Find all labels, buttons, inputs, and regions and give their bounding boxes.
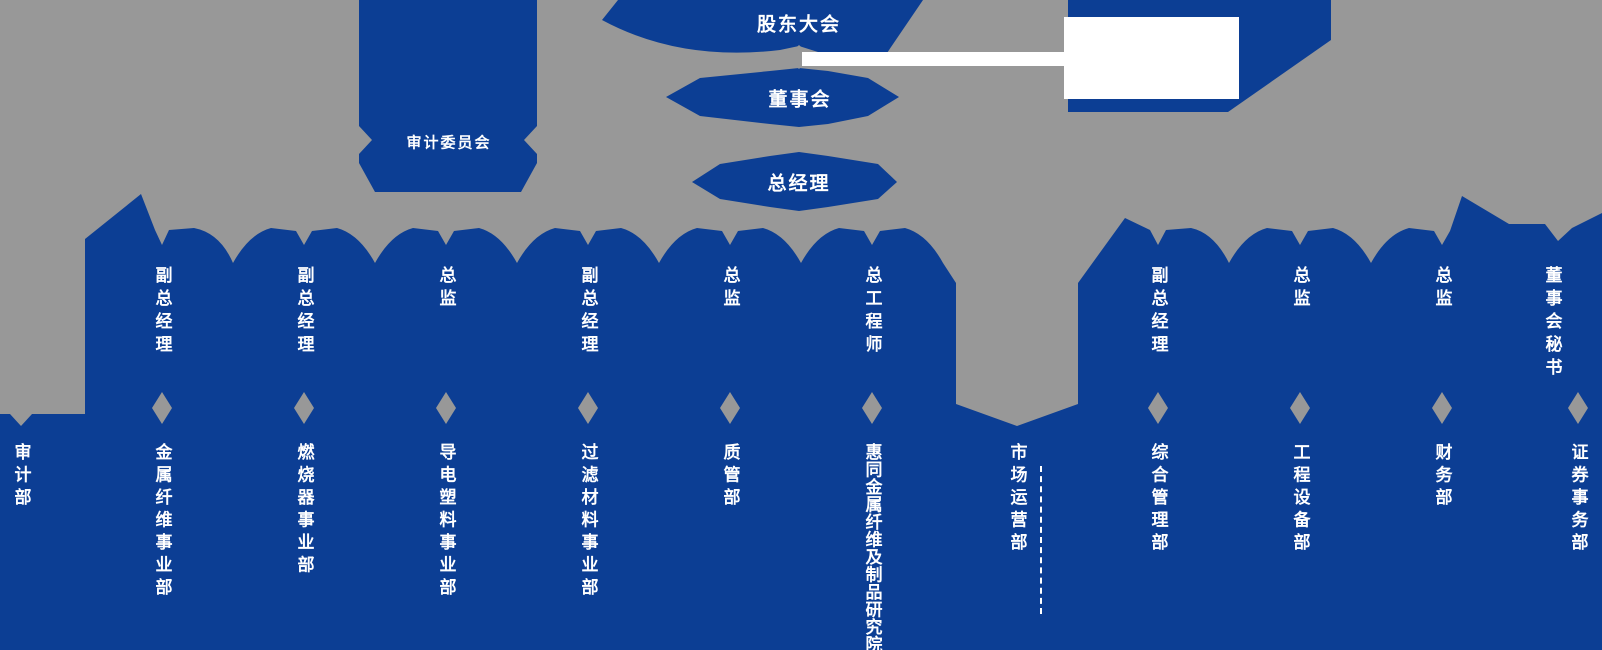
connector-diamond-icon: [1290, 392, 1310, 424]
connector-diamond-icon: [1148, 392, 1168, 424]
department-label: 过滤材料事业部: [578, 443, 598, 601]
board-shape: [666, 68, 899, 127]
connector-diamond-icon: [152, 392, 172, 424]
position-title: 董事会秘书: [1542, 266, 1562, 381]
position-title: 副总经理: [152, 266, 172, 358]
position-title: 总监: [720, 266, 740, 312]
connector-diamond-icon: [1432, 392, 1452, 424]
redaction-box: [1064, 17, 1239, 99]
dotted-connector-line: [1040, 466, 1042, 614]
department-label: 燃烧器事业部: [294, 443, 314, 578]
department-label: 综合管理部: [1148, 443, 1168, 556]
department-label: 工程设备部: [1290, 443, 1310, 556]
department-label: 质管部: [720, 443, 740, 511]
position-title: 总工程师: [862, 266, 882, 358]
department-label: 市场运营部: [1007, 443, 1027, 556]
department-label: 证券事务部: [1568, 443, 1588, 556]
redaction-bar: [802, 52, 1064, 66]
connector-diamond-icon: [786, 127, 812, 151]
position-title: 副总经理: [1148, 266, 1168, 358]
department-label: 财务部: [1432, 443, 1452, 511]
position-title: 副总经理: [294, 266, 314, 358]
department-label: 审计部: [11, 443, 31, 511]
department-label: 惠同金属纤维及制品研究院: [862, 443, 882, 650]
position-title: 总监: [1432, 266, 1452, 312]
dept-band-shape: [0, 194, 1602, 650]
connector-diamond-icon: [1568, 392, 1588, 424]
gm-shape: [692, 152, 897, 211]
department-label: 金属纤维事业部: [152, 443, 172, 601]
shareholders-label: 股东大会: [756, 14, 842, 36]
connector-diamond-icon: [294, 392, 314, 424]
position-title: 总监: [436, 266, 456, 312]
connector-diamond-icon: [436, 392, 456, 424]
position-title: 副总经理: [578, 266, 598, 358]
connector-diamond-icon: [578, 392, 598, 424]
department-label: 导电塑料事业部: [436, 443, 456, 601]
shareholders-shape: [602, 0, 923, 56]
general-manager-label: 总经理: [767, 173, 831, 195]
audit-committee-shape: [359, 0, 537, 192]
connector-diamond-icon: [720, 392, 740, 424]
connector-diamond-icon: [862, 392, 882, 424]
position-title: 总监: [1290, 266, 1310, 312]
board-label: 董事会: [768, 89, 832, 111]
audit-committee-label: 审计委员会: [406, 134, 492, 152]
